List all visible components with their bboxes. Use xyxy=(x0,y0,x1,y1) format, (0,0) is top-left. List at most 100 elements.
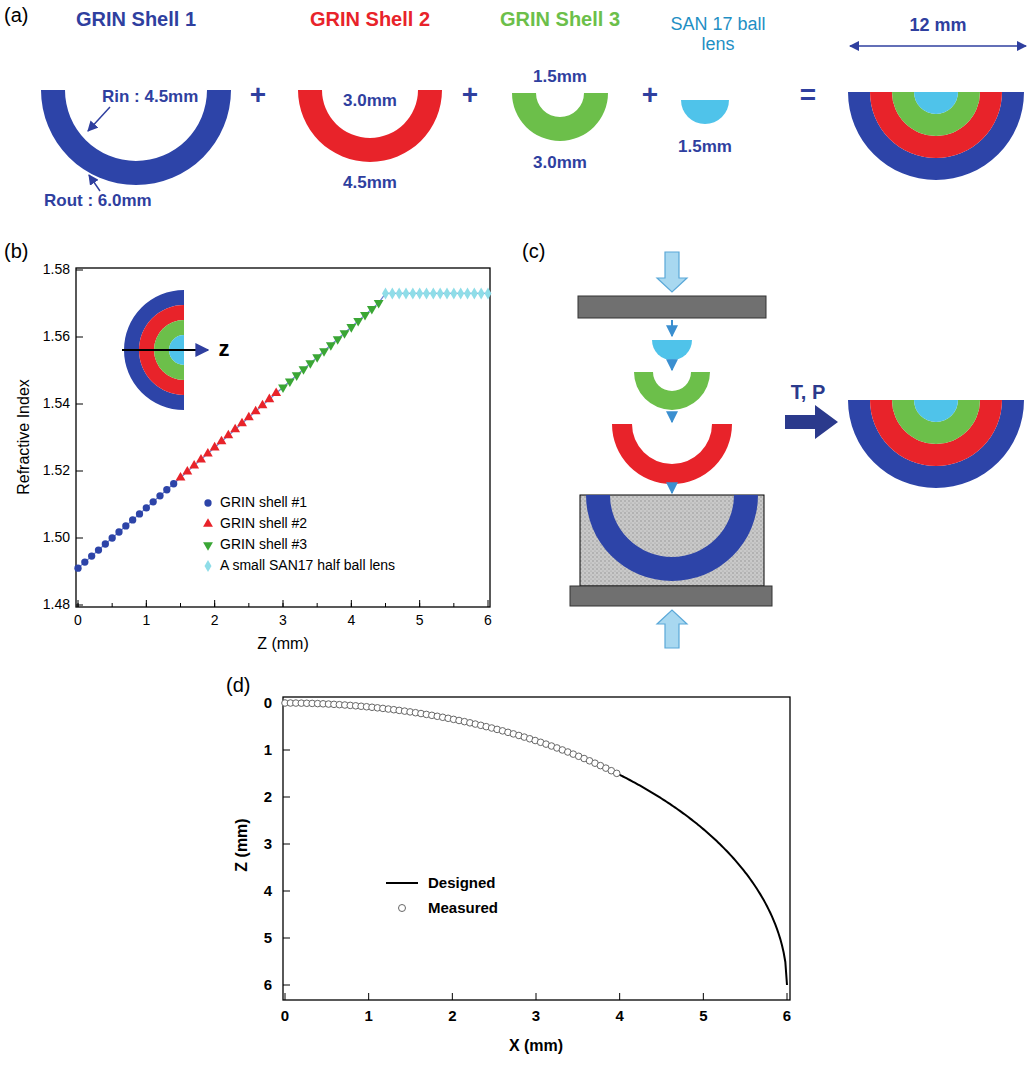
data-marker xyxy=(409,287,416,299)
data-marker xyxy=(81,558,88,565)
legend-text: GRIN shell #2 xyxy=(220,516,307,531)
data-marker xyxy=(360,312,370,321)
tick-label: 1.48 xyxy=(43,597,70,612)
tick-label: 0 xyxy=(264,695,272,712)
data-marker xyxy=(204,499,211,506)
data-marker xyxy=(478,287,485,299)
data-marker xyxy=(109,534,116,541)
data-marker xyxy=(346,324,356,333)
tick-label: 6 xyxy=(783,1008,791,1025)
part-title: GRIN Shell 1 xyxy=(76,8,196,30)
designed-curve xyxy=(285,703,787,985)
data-marker xyxy=(416,287,423,299)
plot-frame xyxy=(76,268,490,607)
process-arrow xyxy=(785,405,838,439)
data-marker xyxy=(122,522,129,529)
plot-frame xyxy=(283,697,790,1000)
data-marker xyxy=(312,354,322,363)
assembled-lens xyxy=(848,92,1024,180)
press-arrow xyxy=(671,361,673,370)
grin-shell-1: GRIN Shell 1Rin : 4.5mmRout : 6.0mm xyxy=(30,5,245,217)
assembled-lens xyxy=(870,92,1002,158)
data-marker xyxy=(129,516,136,523)
tick-label: 6 xyxy=(484,613,492,628)
tick-label: 5 xyxy=(416,613,424,628)
data-marker xyxy=(170,480,177,487)
measured-point xyxy=(613,770,620,777)
part-title: GRIN Shell 3 xyxy=(500,8,620,30)
data-marker xyxy=(457,287,464,299)
mold-holder xyxy=(580,495,764,586)
press-plate xyxy=(578,296,766,318)
data-marker xyxy=(333,336,343,345)
data-marker xyxy=(285,378,295,387)
fused-lens xyxy=(914,400,958,422)
tick-label: 1.52 xyxy=(43,463,70,478)
axis-title: X (mm) xyxy=(509,1037,563,1055)
data-marker xyxy=(156,492,163,499)
legend-text: A small SAN17 half ball lens xyxy=(220,558,395,573)
radius-label: 1.5mm xyxy=(533,68,587,87)
grin-shell-3: GRIN Shell 3 1.5mm 3.0mm xyxy=(480,5,640,195)
plus-sign: + xyxy=(462,80,478,111)
axis-symbol: z xyxy=(219,337,230,361)
data-marker xyxy=(95,546,102,553)
data-marker xyxy=(326,342,336,351)
process-condition: T, P xyxy=(791,381,825,403)
shell-3 xyxy=(634,372,710,410)
tick-label: 1 xyxy=(142,613,150,628)
tick-label: 2 xyxy=(264,789,272,806)
axis-title: Z (mm) xyxy=(257,635,309,653)
shell-1 xyxy=(586,495,758,581)
plus-sign: + xyxy=(250,80,266,111)
panel-letter: (a) xyxy=(4,4,28,26)
data-marker xyxy=(471,287,478,299)
equals-sign: = xyxy=(800,80,816,111)
data-marker xyxy=(389,287,396,299)
part-title: GRIN Shell 2 xyxy=(310,8,430,30)
data-marker xyxy=(430,287,437,299)
tick-label: 6 xyxy=(264,977,272,994)
tick-label: 3 xyxy=(532,1008,540,1025)
shell-outline xyxy=(30,5,245,217)
data-marker xyxy=(444,287,451,299)
data-marker xyxy=(403,287,410,299)
data-marker xyxy=(278,384,288,393)
press-force-arrow xyxy=(657,252,687,292)
press-arrow xyxy=(671,486,673,493)
part-title: SAN 17 ball lens xyxy=(670,15,766,55)
data-marker xyxy=(396,287,403,299)
data-marker xyxy=(374,300,384,309)
tick-label: 1.56 xyxy=(43,329,70,344)
data-marker xyxy=(74,564,81,571)
base-plate xyxy=(570,586,772,606)
z-axis-arrow xyxy=(122,349,208,351)
press-arrow xyxy=(671,320,673,336)
tick-label: 1 xyxy=(364,1008,372,1025)
press-arrow xyxy=(671,412,673,422)
data-marker xyxy=(382,287,389,299)
radius-label: 3.0mm xyxy=(343,92,397,111)
dimension-label: 12 mm xyxy=(909,16,966,36)
legend-text: GRIN shell #1 xyxy=(220,495,307,510)
tick-label: 3 xyxy=(279,613,287,628)
data-marker xyxy=(115,528,122,535)
leader-arrow xyxy=(88,107,110,131)
radius-label: 3.0mm xyxy=(533,154,587,173)
data-marker xyxy=(136,510,143,517)
tick-label: 0 xyxy=(74,613,82,628)
tick-label: 4 xyxy=(347,613,355,628)
fused-lens xyxy=(848,400,1024,488)
data-marker xyxy=(102,540,109,547)
data-marker xyxy=(163,486,170,493)
radius-label: Rout : 6.0mm xyxy=(44,192,152,211)
panel-letter: (d) xyxy=(226,674,250,696)
san17-ball-lens: SAN 17 ball lens1.5mm xyxy=(660,5,775,170)
tick-label: 3 xyxy=(264,836,272,853)
grin-shell-3 xyxy=(512,93,608,141)
tick-label: 1.50 xyxy=(43,530,70,545)
data-marker xyxy=(464,287,471,299)
data-marker xyxy=(150,498,157,505)
data-marker xyxy=(292,372,302,381)
tick-label: 5 xyxy=(699,1008,707,1025)
